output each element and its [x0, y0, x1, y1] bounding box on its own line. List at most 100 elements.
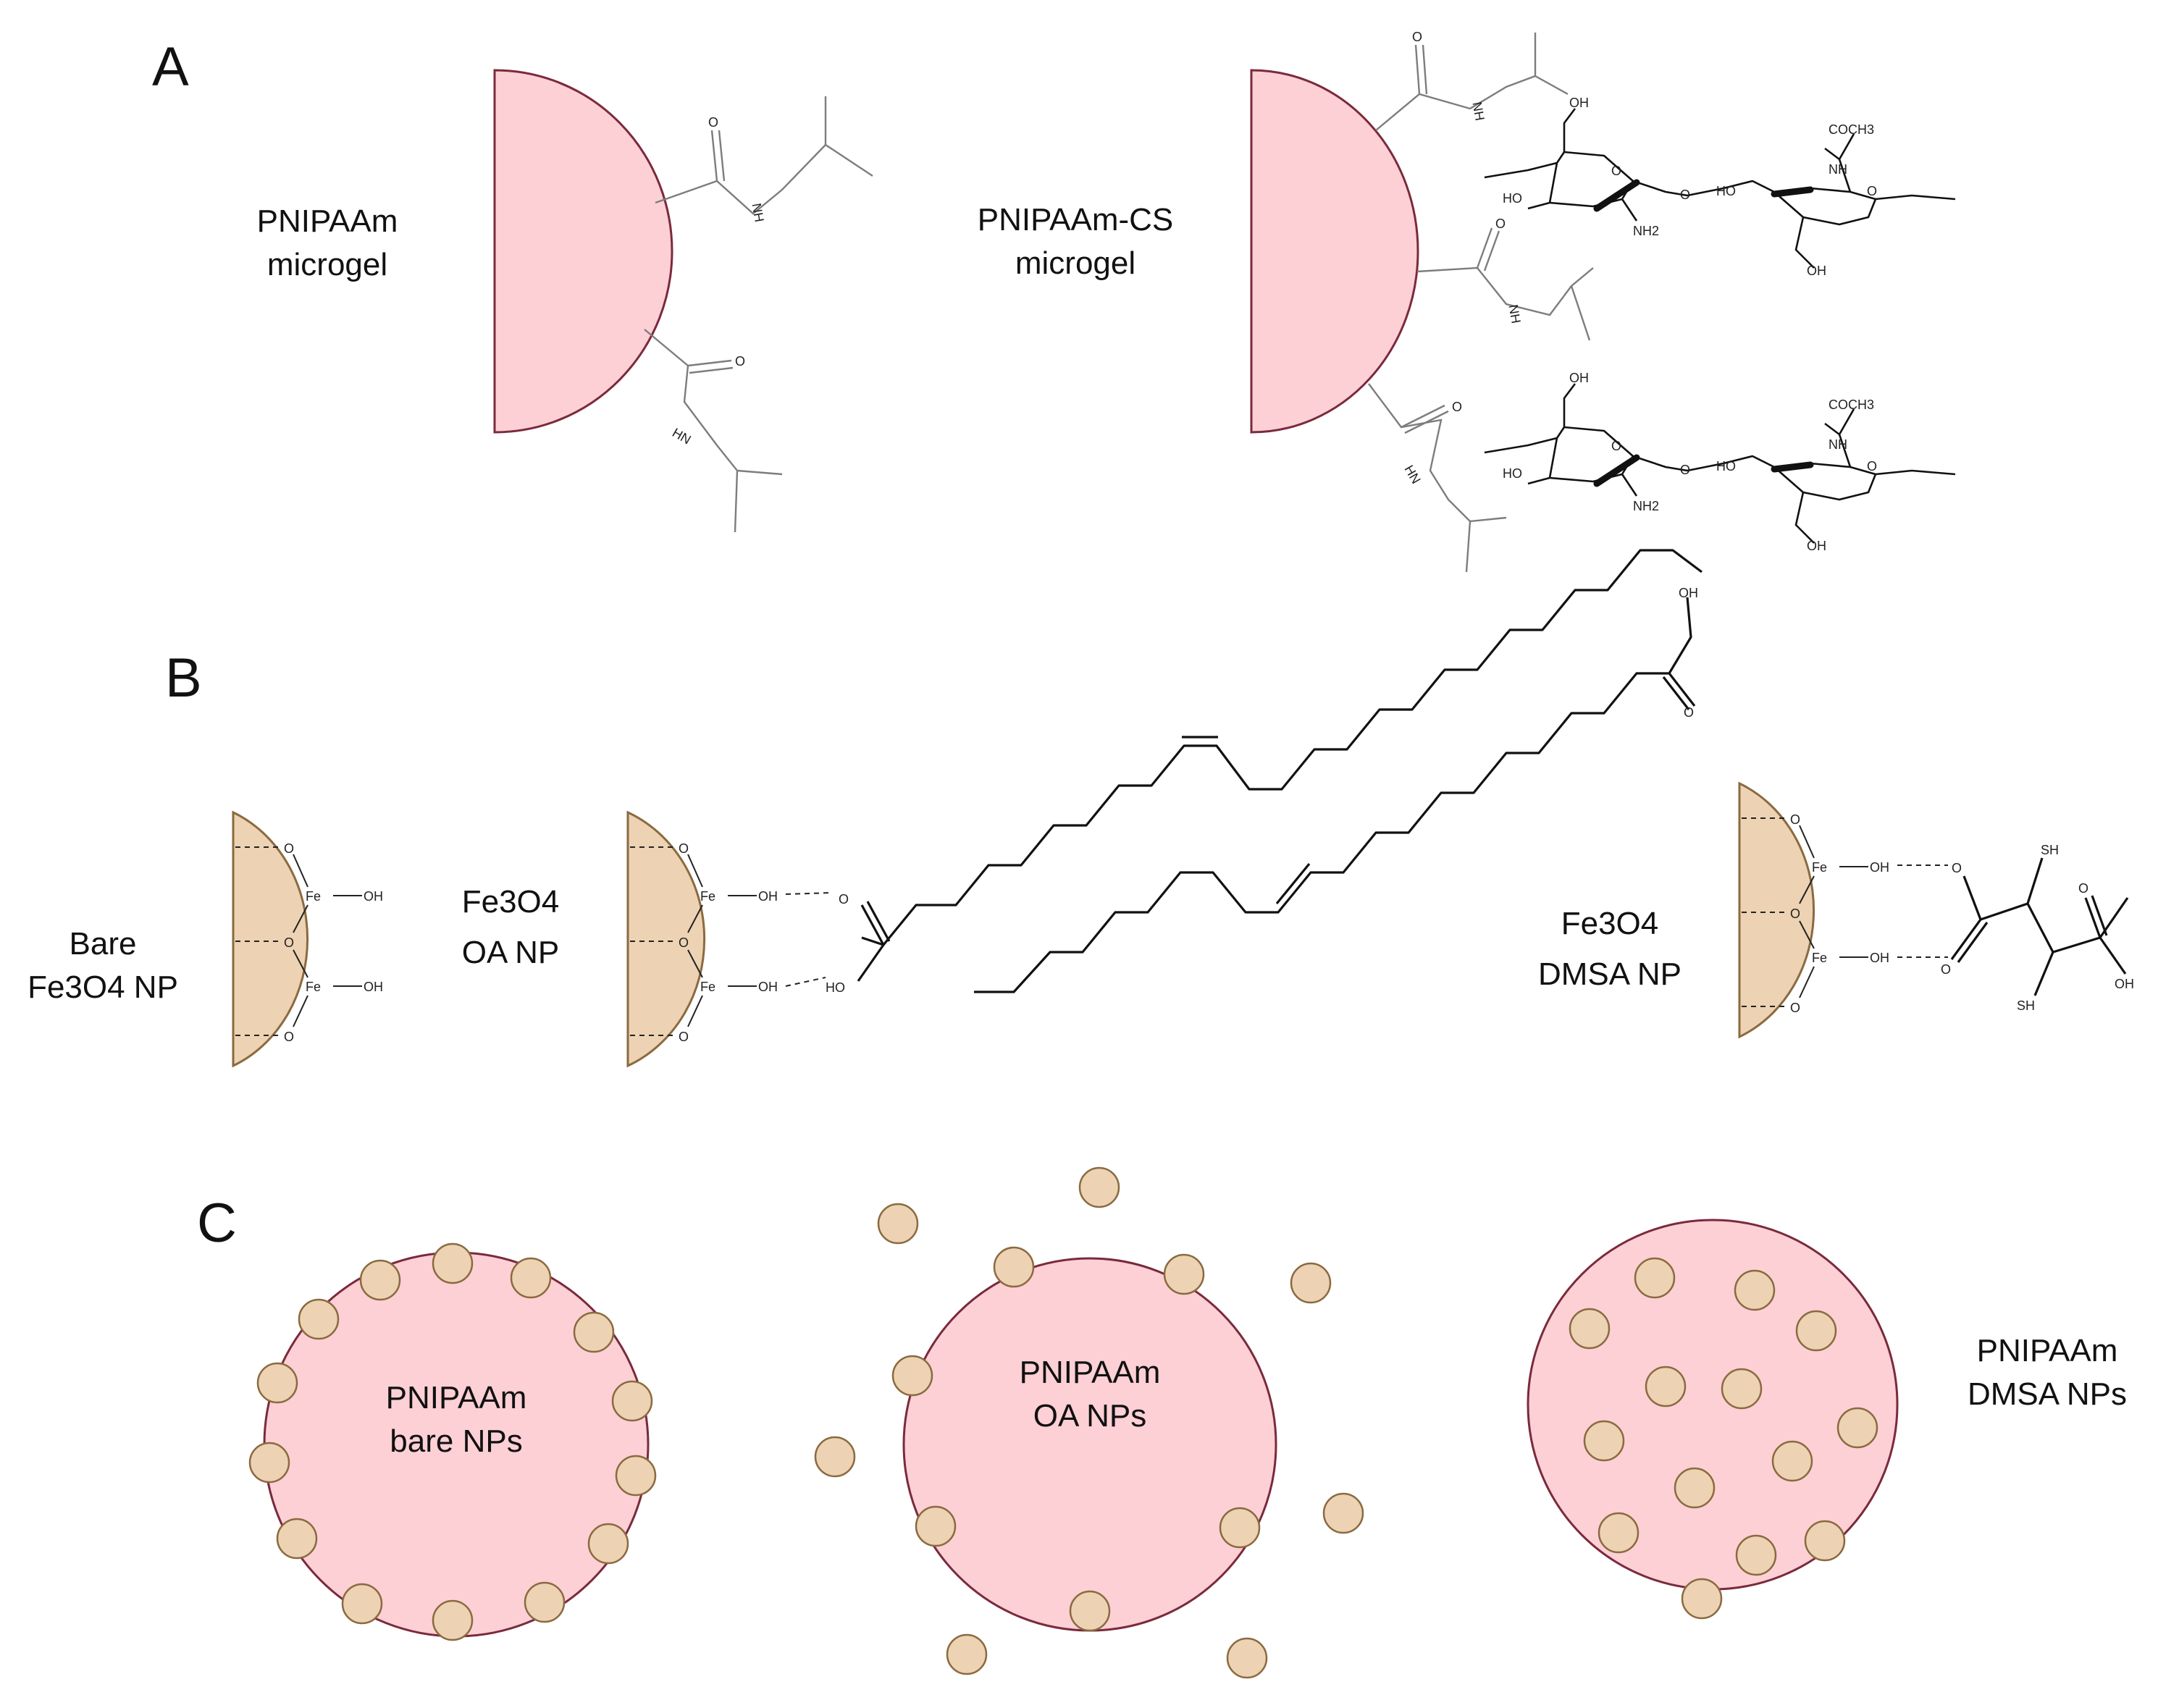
svg-text:NH: NH	[1829, 437, 1847, 452]
nanoparticle	[1674, 1467, 1716, 1509]
nanoparticle	[877, 1203, 919, 1245]
nanoparticle	[1219, 1507, 1261, 1549]
nipaam-group-cs-top: O NH	[1375, 30, 1569, 131]
svg-text:O: O	[1941, 962, 1951, 977]
svg-text:COCH3: COCH3	[1829, 397, 1874, 412]
oa-np-label-line1: Fe3O4	[462, 884, 560, 920]
panel-label-b: B	[165, 647, 202, 709]
nanoparticle	[248, 1442, 290, 1484]
svg-text:HO: HO	[826, 980, 845, 995]
svg-text:OH: OH	[1807, 539, 1826, 553]
svg-text:O: O	[1680, 463, 1690, 477]
svg-text:OH: OH	[364, 889, 383, 904]
nanoparticle	[276, 1518, 318, 1560]
nanoparticle	[1226, 1637, 1268, 1679]
svg-text:O: O	[1611, 439, 1621, 453]
svg-text:OH: OH	[758, 980, 778, 994]
bare-np-surface-chemistry: O O O Fe Fe OH OH	[235, 841, 383, 1044]
svg-text:HN: HN	[670, 425, 694, 447]
nanoparticle	[1734, 1269, 1776, 1311]
svg-text:Fe: Fe	[700, 889, 715, 904]
svg-text:OH: OH	[1870, 951, 1889, 965]
svg-text:SH: SH	[2041, 843, 2059, 857]
pnipaam-microgel-label-line1: PNIPAAm	[257, 203, 398, 239]
pnipaam-oa-nps-microgel	[902, 1257, 1277, 1632]
svg-text:O: O	[679, 841, 689, 856]
nanoparticle	[1290, 1262, 1332, 1304]
nanoparticle	[891, 1355, 933, 1397]
np-particles-dmsa	[1569, 1257, 1878, 1620]
nanoparticle	[341, 1583, 383, 1625]
svg-text:OH: OH	[1569, 371, 1589, 385]
svg-text:Fe: Fe	[306, 889, 321, 904]
svg-text:O: O	[1684, 705, 1694, 720]
nanoparticle	[1569, 1308, 1611, 1350]
pnipaam-dmsa-nps-label-line2: DMSA NPs	[1968, 1376, 2127, 1412]
nanoparticle	[611, 1380, 653, 1422]
svg-text:O: O	[284, 841, 294, 856]
svg-text:NH2: NH2	[1633, 499, 1659, 513]
nanoparticle	[615, 1455, 657, 1497]
oa-np-surface-chemistry: O O O Fe Fe OH OH	[630, 841, 834, 1044]
svg-text:O: O	[839, 892, 849, 906]
svg-text:SH: SH	[2017, 998, 2035, 1013]
nipaam-group-cs-middle: O NH	[1416, 216, 1594, 341]
svg-text:O: O	[679, 935, 689, 950]
nanoparticle	[1583, 1420, 1625, 1462]
svg-text:O: O	[679, 1030, 689, 1044]
bare-np-label-line2: Fe3O4 NP	[28, 969, 178, 1005]
svg-text:NH: NH	[1469, 101, 1487, 122]
svg-text:Fe: Fe	[306, 980, 321, 994]
svg-text:O: O	[1867, 459, 1877, 474]
svg-text:NH: NH	[1506, 303, 1523, 324]
nanoparticle	[524, 1581, 566, 1623]
svg-text:O: O	[284, 1030, 294, 1044]
svg-text:HO: HO	[1503, 466, 1522, 481]
dmsa-fe3o4-np	[1738, 781, 1815, 1039]
dmsa-np-surface-chemistry: O O O Fe Fe OH OH O O SH SH O OH	[1742, 812, 2134, 1015]
svg-text:O: O	[1952, 861, 1962, 875]
svg-text:O: O	[1495, 216, 1506, 231]
svg-text:O: O	[284, 935, 294, 950]
nanoparticle	[587, 1523, 629, 1565]
nipaam-group-lower: O HN	[644, 329, 783, 533]
pnipaam-bare-nps-label-line1: PNIPAAm	[386, 1380, 527, 1415]
nanoparticle	[993, 1246, 1035, 1288]
nanoparticle	[1597, 1512, 1640, 1554]
svg-text:Fe: Fe	[1812, 860, 1827, 875]
svg-text:NH: NH	[1829, 162, 1847, 177]
nipaam-group-cs-bottom: O HN	[1368, 383, 1507, 573]
nanoparticle	[1735, 1534, 1777, 1576]
nanoparticle	[432, 1599, 474, 1641]
svg-text:HO: HO	[1716, 459, 1736, 474]
svg-text:O: O	[1680, 188, 1690, 202]
nanoparticle	[1163, 1253, 1205, 1295]
panel-label-c: C	[197, 1192, 237, 1254]
oleic-acid-molecule-1: O HO	[826, 549, 1703, 995]
svg-text:HO: HO	[1503, 191, 1522, 206]
pnipaam-microgel-half-sphere	[493, 69, 673, 434]
nanoparticle	[432, 1242, 474, 1284]
svg-text:Fe: Fe	[1812, 951, 1827, 965]
svg-text:O: O	[1611, 164, 1621, 178]
nanoparticle	[510, 1257, 552, 1299]
nanoparticle	[298, 1298, 340, 1340]
dmsa-np-label-line2: DMSA NP	[1538, 956, 1682, 992]
chitosan-chain-upper: OH HO NH2 O O HO NH COCH3 O OH	[1484, 96, 1956, 278]
svg-text:NH: NH	[749, 202, 766, 223]
dmsa-np-label-line1: Fe3O4	[1561, 906, 1659, 941]
svg-text:O: O	[735, 354, 745, 369]
nanoparticle	[573, 1311, 615, 1353]
svg-text:COCH3: COCH3	[1829, 122, 1874, 137]
nanoparticle	[1322, 1492, 1364, 1534]
oa-fe3o4-np	[626, 810, 706, 1068]
svg-text:OH: OH	[1679, 586, 1698, 600]
nanoparticle	[946, 1633, 988, 1675]
nanoparticle	[915, 1505, 957, 1547]
bare-np-label-line1: Bare	[70, 926, 137, 962]
nanoparticle	[1078, 1166, 1120, 1208]
svg-text:NH2: NH2	[1633, 224, 1659, 238]
nanoparticle	[1069, 1590, 1111, 1632]
nanoparticle	[1645, 1366, 1687, 1408]
